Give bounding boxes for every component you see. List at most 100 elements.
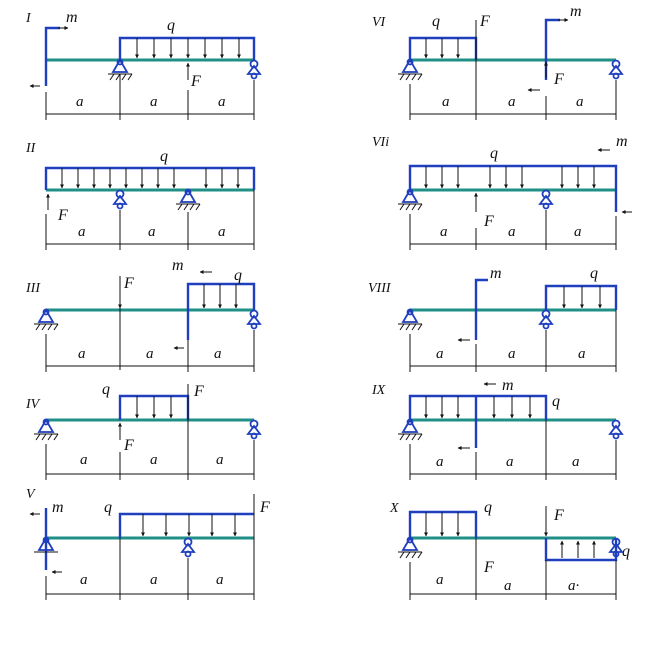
load-arrows [202,284,238,309]
F-label: F [193,383,204,400]
a-label: a [146,346,154,362]
diagram-VII: VIi q m F [372,133,632,250]
pin-support-icon [398,308,423,331]
a-label: a [506,454,514,470]
diagram-II: II q F [25,141,256,250]
distributed-load-q [544,538,618,562]
q-label: q [167,17,175,34]
diagram-VII-label: VIi [372,135,389,150]
a-label: a [216,452,224,468]
F-label: F [483,213,494,230]
a-label: a [78,346,86,362]
q-label: q [104,499,112,516]
pin-support-icon [398,418,423,441]
a-label: a [150,572,158,588]
pin-support-icon [398,536,423,559]
F-label: F [57,207,68,224]
load-arrows [424,512,460,537]
a-label: a [76,94,84,110]
distributed-load-q [408,36,478,60]
a-label: a [442,94,450,110]
a-label: a [218,224,226,240]
a-label: a [508,94,516,110]
F-label: F [553,71,564,88]
diagram-VI: VI q F m F a a [372,3,624,120]
a-label: a [218,94,226,110]
m-label: m [490,265,502,282]
diagram-X-label: X [389,501,399,516]
load-arrows [424,38,460,59]
load-arrows [60,168,240,189]
F-label: F [483,559,494,576]
distributed-load-q [408,510,478,538]
load-arrows [562,286,602,309]
moment-bracket [44,26,60,86]
q-label: q [160,148,168,165]
moment-bracket [474,278,488,340]
pin-support-icon [398,188,423,211]
roller-support-icon [538,189,554,210]
a-label: a [572,454,580,470]
moment-bracket [544,18,560,80]
a-label: a [148,224,156,240]
a-label: a [80,452,88,468]
a-label: a [150,94,158,110]
diagram-I-label: I [25,11,32,26]
a-label: a [80,572,88,588]
roller-support-icon [246,309,262,330]
diagram-V-label: V [26,487,36,502]
F-label: F [259,499,270,516]
q-label: q [590,265,598,282]
roller-support-icon [608,537,624,558]
load-arrows [424,396,532,419]
q-label: q [484,499,492,516]
roller-support-icon [180,537,196,558]
diagram-I: I m q F [25,9,262,120]
a-label: a [508,224,516,240]
q-label: q [552,393,560,410]
diagram-VIII-label: VIII [368,281,392,296]
a-label: a [150,452,158,468]
q-label: q [432,13,440,30]
diagram-VI-label: VI [372,15,387,30]
m-label: m [172,257,184,274]
load-arrows [141,514,237,537]
a-label: a [440,224,448,240]
q-label: q [490,145,498,162]
pin-support-icon [398,58,423,81]
m-label: m [616,133,628,150]
load-arrows [424,166,596,189]
distributed-load-q [118,36,256,60]
pin-support-icon [34,418,59,441]
diagram-II-label: II [25,141,37,156]
load-arrows-up [560,540,596,558]
distributed-load-q [408,394,548,420]
q-label: q [234,267,242,284]
a-label: a· [568,578,579,594]
a-label: a [574,224,582,240]
a-label: a [214,346,222,362]
a-label: a [504,578,512,594]
m-label: m [502,377,514,394]
diagram-X: X q F q F [389,499,630,600]
a-label: a [78,224,86,240]
distributed-load-q [544,284,618,310]
distributed-load-q [408,164,618,212]
roller-support-icon [112,189,128,210]
m-label: m [52,499,64,516]
m-label: m [66,9,78,26]
load-arrows [135,396,173,419]
diagram-IV: IV q F F a a a [25,381,262,480]
pin-support-icon [176,188,201,211]
roller-support-icon [246,59,262,80]
roller-support-icon [608,59,624,80]
diagram-IX-label: IX [371,383,386,398]
diagram-III-label: III [25,281,41,296]
a-label: a [436,572,444,588]
distributed-load-q [186,282,256,340]
q-label: q [102,381,110,398]
diagram-III: III F q m a a a [25,257,262,372]
q-label: q [622,543,630,560]
diagram-IV-label: IV [25,397,41,412]
